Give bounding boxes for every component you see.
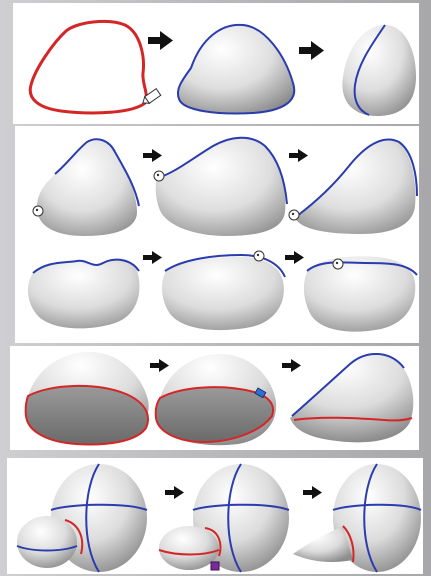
small-sphere-shape bbox=[17, 516, 77, 568]
cross-section-fill bbox=[24, 384, 149, 446]
row-cut-section bbox=[10, 346, 419, 450]
arrow-right-icon bbox=[282, 359, 301, 372]
arrow-right-icon bbox=[299, 41, 324, 60]
row-drag-top-contour bbox=[15, 241, 419, 343]
arrow-right-icon bbox=[143, 251, 162, 264]
equator-line-blue bbox=[192, 503, 290, 511]
contour-line-blue bbox=[164, 253, 286, 278]
blob-shape bbox=[155, 137, 286, 236]
meridian-line-blue bbox=[227, 463, 242, 573]
contour-line-blue bbox=[353, 24, 386, 116]
arrow-right-icon bbox=[148, 31, 173, 50]
blob-rotated-shape bbox=[342, 25, 417, 117]
meridian-line-blue bbox=[85, 463, 100, 573]
grab-cursor-icon bbox=[332, 258, 344, 270]
contour-line-blue bbox=[296, 138, 418, 217]
grab-cursor-icon bbox=[32, 205, 44, 217]
arrow-right-icon bbox=[143, 149, 162, 162]
knife-cursor-icon bbox=[254, 387, 267, 399]
bean-shape bbox=[162, 257, 284, 331]
junction-line-red bbox=[342, 525, 355, 563]
row-sketch-to-blob bbox=[13, 3, 419, 124]
pen-cursor-icon bbox=[142, 87, 162, 104]
arrow-right-icon bbox=[150, 359, 169, 372]
row-pull-tail bbox=[15, 126, 419, 241]
cut-shape bbox=[290, 353, 414, 443]
knife-cursor-icon bbox=[210, 561, 220, 571]
row-extrude-sphere bbox=[7, 458, 423, 574]
arrow-right-icon bbox=[289, 149, 308, 162]
blob-shape bbox=[36, 140, 137, 236]
blob-shape bbox=[177, 23, 296, 115]
arrow-right-icon bbox=[285, 251, 304, 264]
arrow-right-icon bbox=[165, 486, 184, 499]
cross-section-fill bbox=[154, 386, 274, 444]
contour-line-blue bbox=[32, 258, 140, 274]
equator-line-blue bbox=[50, 503, 148, 511]
equator-line-blue bbox=[16, 545, 78, 552]
grab-cursor-icon bbox=[153, 170, 165, 182]
junction-line-red bbox=[64, 519, 84, 555]
contour-line-blue bbox=[54, 138, 140, 207]
junction-line-red bbox=[204, 527, 222, 557]
contour-line-blue bbox=[156, 136, 288, 205]
equator-line-blue bbox=[332, 503, 422, 511]
cut-line-red bbox=[293, 416, 413, 422]
grab-cursor-icon bbox=[288, 209, 300, 221]
contour-line-blue bbox=[291, 352, 405, 417]
meridian-line-blue bbox=[363, 463, 378, 573]
small-sphere-shape bbox=[159, 526, 219, 570]
cone-shape bbox=[293, 526, 353, 562]
bean-shape bbox=[27, 258, 140, 329]
section-line-red bbox=[158, 549, 220, 556]
sketch-stroke-red bbox=[28, 19, 148, 115]
arrow-right-icon bbox=[303, 486, 322, 499]
contour-line-blue bbox=[306, 261, 418, 276]
bean-shape bbox=[303, 256, 416, 332]
sphere-shape bbox=[333, 464, 421, 572]
grab-cursor-icon bbox=[253, 250, 265, 262]
blob-shape bbox=[295, 139, 416, 234]
